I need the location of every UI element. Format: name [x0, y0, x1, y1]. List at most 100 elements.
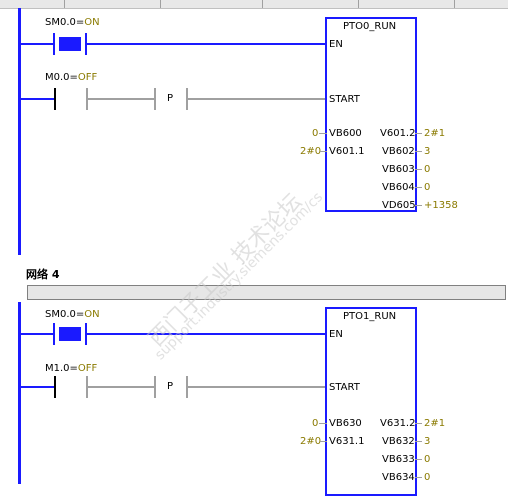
pin-v6012: V601.2 [380, 128, 416, 139]
output-value-v6012: 2#1 [424, 128, 446, 139]
pin-vb600: VB600 [329, 128, 362, 139]
contact-bar-left [53, 33, 55, 55]
input-stub [319, 133, 327, 134]
contact-bar-left [54, 376, 56, 398]
pin-vb633: VB633 [382, 454, 415, 465]
output-value-vb602: 3 [424, 146, 431, 157]
pin-vb604: VB604 [382, 182, 415, 193]
contact-state: ON [84, 17, 100, 28]
pin-vb603: VB603 [382, 164, 415, 175]
input-stub [320, 151, 327, 152]
network-title: 网络 4 [26, 268, 60, 281]
output-value-vb604: 0 [424, 182, 431, 193]
contact-state: ON [84, 309, 100, 320]
output-value-vb603: 0 [424, 164, 431, 175]
output-stub [415, 459, 422, 460]
block-title: PTO0_RUN [343, 21, 397, 32]
input-value-v6011: 2#0 [300, 146, 322, 157]
pin-vb602: VB602 [382, 146, 415, 157]
contact-m00[interactable] [54, 88, 88, 110]
contact-state: OFF [77, 72, 98, 83]
contact-bar-left [54, 88, 56, 110]
pin-vb634: VB634 [382, 472, 415, 483]
block-title: PTO1_RUN [343, 311, 397, 322]
top-strip-divider [160, 0, 161, 8]
pto0-run-block[interactable]: PTO0_RUN EN START VB600 V601.1 V601.2 VB… [325, 17, 417, 212]
output-stub [415, 423, 422, 424]
contact-bar-right [85, 33, 87, 55]
watermark-line2: support.industry.siemens.com/cs [152, 189, 327, 364]
power-rail [18, 302, 21, 484]
pin-en: EN [329, 329, 343, 340]
contact-state: OFF [77, 363, 98, 374]
contact-address: SM0.0 [45, 309, 76, 320]
pin-en: EN [329, 39, 343, 50]
top-strip-divider [64, 0, 65, 8]
output-stub [415, 441, 422, 442]
output-value-vb632: 3 [424, 436, 431, 447]
wire-deenergized [188, 98, 327, 100]
output-stub [415, 151, 422, 152]
contact-bar-right [85, 323, 87, 345]
top-strip-divider [454, 0, 455, 8]
output-value-vb633: 0 [424, 454, 431, 465]
contact-bar-right [186, 376, 188, 398]
output-stub [415, 205, 422, 206]
top-strip-divider [262, 0, 263, 8]
wire-deenergized [188, 386, 327, 388]
wire-energized [21, 386, 54, 388]
wire-deenergized [88, 386, 154, 388]
edge-label: P [167, 381, 174, 392]
input-value-vb600: 0 [312, 128, 319, 139]
contact-m10-label: M1.0=OFF [45, 363, 98, 374]
contact-fill [59, 327, 81, 341]
pin-vb630: VB630 [329, 418, 362, 429]
edge-label: P [167, 93, 174, 104]
pin-vd605: VD605 [382, 200, 416, 211]
output-value-vb634: 0 [424, 472, 431, 483]
wire-deenergized [88, 98, 154, 100]
contact-fill [59, 37, 81, 51]
contact-bar-right [186, 88, 188, 110]
wire-energized [21, 98, 54, 100]
input-stub [320, 441, 327, 442]
output-stub [415, 477, 422, 478]
contact-m10[interactable] [54, 376, 88, 398]
output-value-vd605: +1358 [424, 200, 458, 211]
positive-edge-contact[interactable]: P [154, 88, 188, 110]
input-stub [319, 423, 327, 424]
contact-bar-right [86, 88, 88, 110]
contact-address: M0.0 [45, 72, 70, 83]
positive-edge-contact[interactable]: P [154, 376, 188, 398]
power-rail [18, 8, 21, 255]
top-strip [0, 0, 508, 9]
output-stub [415, 187, 422, 188]
contact-m00-label: M0.0=OFF [45, 72, 98, 83]
wire-energized [21, 43, 53, 45]
contact-address: SM0.0 [45, 17, 76, 28]
pin-v6011: V601.1 [329, 146, 365, 157]
output-stub [415, 133, 422, 134]
wire-energized [87, 43, 327, 45]
contact-sm00[interactable] [53, 33, 87, 55]
wire-energized [21, 333, 53, 335]
contact-bar-right [86, 376, 88, 398]
network-comment-field[interactable] [27, 285, 506, 300]
wire-energized [87, 333, 327, 335]
contact-bar-left [53, 323, 55, 345]
contact-sm00[interactable] [53, 323, 87, 345]
input-value-vb630: 0 [312, 418, 319, 429]
contact-address: M1.0 [45, 363, 70, 374]
output-stub [415, 169, 422, 170]
top-strip-divider [358, 0, 359, 8]
contact-bar-left [154, 376, 156, 398]
input-value-v6311: 2#0 [300, 436, 322, 447]
contact-sm00-label: SM0.0=ON [45, 17, 100, 28]
watermark-line1: 西门子工业 技术论坛 [144, 189, 307, 352]
pin-v6312: V631.2 [380, 418, 416, 429]
contact-bar-left [154, 88, 156, 110]
pin-start: START [329, 382, 360, 393]
pto1-run-block[interactable]: PTO1_RUN EN START VB630 V631.1 V631.2 VB… [325, 307, 417, 496]
pin-vb632: VB632 [382, 436, 415, 447]
output-value-v6312: 2#1 [424, 418, 446, 429]
